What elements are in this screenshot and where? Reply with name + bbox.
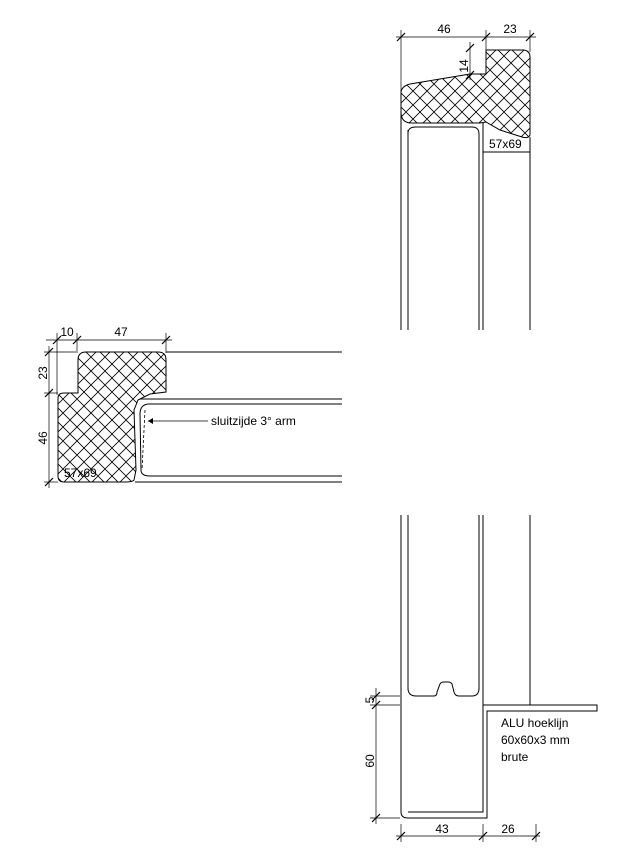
bottom-section: ALU hoeklijn 60x60x3 mm brute 5 60 43 26 xyxy=(363,515,598,842)
closing-side-dashed xyxy=(141,409,146,471)
dim-43: 43 xyxy=(435,822,449,836)
door-bottom-groove xyxy=(407,681,480,697)
top-section: 46 23 14 57x69 xyxy=(396,22,536,330)
left-profile-label: 57x69 xyxy=(64,466,97,480)
top-frame-profile xyxy=(400,49,531,139)
dim-5: 5 xyxy=(363,696,377,703)
top-profile-label: 57x69 xyxy=(489,137,522,151)
dim-47: 47 xyxy=(114,325,128,339)
dim-23-left: 23 xyxy=(36,366,50,380)
top-dimension-widths: 46 23 xyxy=(396,22,536,95)
left-dimension-widths: 10 47 xyxy=(46,325,172,395)
dim-46: 46 xyxy=(437,22,451,36)
bottom-dimension-heights: 5 60 xyxy=(363,688,400,824)
alu-callout-line2: 60x60x3 mm xyxy=(501,733,570,747)
closing-side-callout: sluitzijde 3° arm xyxy=(211,414,296,428)
dim-23: 23 xyxy=(503,22,517,36)
dim-60: 60 xyxy=(363,754,377,768)
alu-callout-line3: brute xyxy=(501,750,529,764)
dim-26: 26 xyxy=(501,822,515,836)
dim-10: 10 xyxy=(60,325,74,339)
bottom-dimension-widths: 43 26 xyxy=(396,822,541,842)
top-sub-block xyxy=(482,123,531,153)
dim-14: 14 xyxy=(457,59,471,73)
left-dimension-heights: 23 46 xyxy=(36,346,76,488)
left-section: 10 47 23 46 57x69 sluitzijde 3° arm xyxy=(36,325,342,488)
alu-angle-profile xyxy=(400,704,598,819)
alu-callout-line1: ALU hoeklijn xyxy=(501,716,568,730)
dim-46-left: 46 xyxy=(36,431,50,445)
left-frame-profile xyxy=(57,351,167,483)
